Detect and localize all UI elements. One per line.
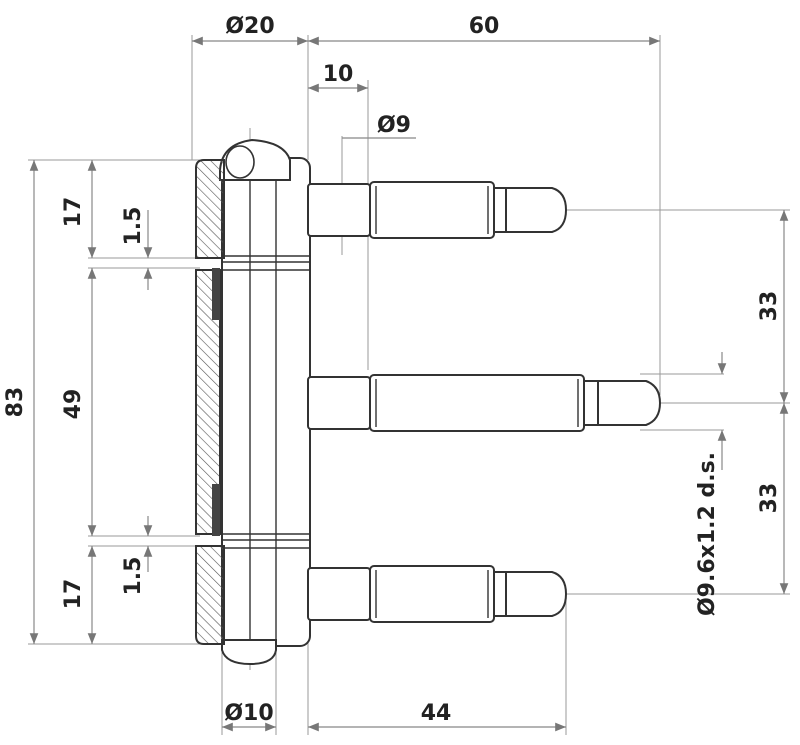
dim-length-60: 60 <box>469 14 500 39</box>
dim-height-83: 83 <box>3 387 28 418</box>
dim-height-49: 49 <box>61 389 86 420</box>
dim-spacing-33-bottom: 33 <box>757 483 782 514</box>
hinge-body <box>195 138 311 666</box>
dim-gap-1-5-bottom: 1.5 <box>121 557 146 596</box>
hinge-barrel <box>221 157 311 647</box>
dim-diameter-10: Ø10 <box>224 701 273 726</box>
dim-height-17-bottom: 17 <box>61 579 86 610</box>
dim-length-44: 44 <box>421 701 452 726</box>
dim-height-17-top: 17 <box>61 197 86 228</box>
leaf-section-top <box>195 159 225 259</box>
leaf-section-bottom <box>195 545 225 645</box>
dim-pin-spec: Ø9.6x1.2 d.s. <box>695 452 720 616</box>
pin-middle <box>307 374 662 432</box>
dim-gap-1-5-top: 1.5 <box>121 207 146 246</box>
dim-diameter-20: Ø20 <box>225 14 274 39</box>
dim-length-10-top: 10 <box>323 62 354 87</box>
dimension-labels: Ø20 60 10 Ø9 83 17 49 17 1.5 1.5 33 33 Ø… <box>3 14 782 726</box>
dim-diameter-9: Ø9 <box>377 113 411 138</box>
insert-top <box>212 268 220 320</box>
insert-bottom <box>212 484 220 536</box>
dimension-lines <box>28 35 790 735</box>
pin-top <box>307 181 568 239</box>
hinge-bottom-end <box>221 639 277 666</box>
pin-bottom <box>307 565 568 623</box>
dim-spacing-33-top: 33 <box>757 291 782 322</box>
